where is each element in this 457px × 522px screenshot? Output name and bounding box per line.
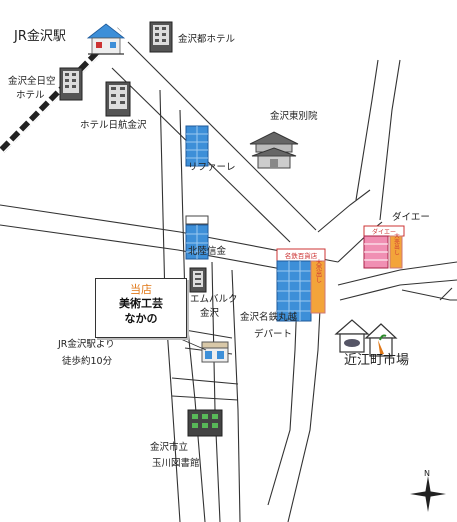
kanazawa-ana-hotel-label-line2: ホテル [16, 90, 45, 101]
omicho-market-icon [334, 319, 398, 357]
compass-icon [410, 476, 446, 512]
kanazawa-miyako-hotel-label: 金沢都ホテル [178, 34, 236, 45]
meitetsu-department-store-icon: 名鉄百貨店 大売出し [276, 248, 326, 322]
temple-icon [249, 131, 299, 169]
station-icon [86, 23, 126, 55]
shop-name-line2: なかの [124, 311, 158, 325]
m-valk-label-line1: エムバルク [190, 294, 238, 305]
library-label-line1: 金沢市立 [150, 442, 189, 453]
m-valk-building-icon [189, 267, 207, 293]
meitetsu-sign: 名鉄百貨店 [285, 251, 318, 260]
higashi-betsuin-label: 金沢東別院 [270, 111, 318, 122]
kanazawa-ana-hotel-label-line1: 金沢全日空 [8, 76, 56, 87]
walk-time-label-line2: 徒歩約10分 [62, 356, 113, 367]
shop-tag: 当店 [130, 283, 152, 296]
hotel-nikko-label: ホテル日航金沢 [80, 120, 147, 131]
daiei-building-icon: ダイエー 大売出し [363, 225, 405, 269]
hotel-nikko-icon [105, 81, 131, 117]
kanazawa-miyako-hotel-icon [149, 21, 173, 53]
hokuriku-shinkin-building-icon [185, 215, 209, 260]
hokuriku-shinkin-label: 北陸信金 [188, 246, 227, 257]
daiei-sign: ダイエー [372, 228, 396, 236]
library-building-icon [187, 409, 223, 437]
kanazawa-ana-hotel-icon [59, 67, 83, 101]
rifare-building-icon [185, 125, 209, 167]
jr-kanazawa-station-label: JR金沢駅 [14, 29, 66, 44]
shop-name-line1: 美術工芸 [119, 297, 163, 310]
m-valk-label-line2: 金沢 [200, 308, 220, 319]
library-label-line2: 玉川図書館 [152, 458, 200, 469]
north-label: N [424, 469, 430, 478]
omicho-market-label: 近江町市場 [344, 353, 410, 368]
shop-callout[interactable]: 当店 美術工芸 なかの [95, 278, 187, 338]
meitetsu-label-line2: デパート [254, 329, 293, 340]
daiei-label: ダイエー [392, 212, 430, 223]
walk-time-label-line1: JR金沢駅より [58, 339, 115, 350]
meitetsu-label-line1: 金沢名鉄丸越 [240, 312, 298, 323]
shop-building-icon [201, 341, 229, 363]
roads [0, 41, 457, 522]
rifare-label: リファーレ [188, 162, 236, 173]
meitetsu-banner: 大売出し [315, 258, 322, 283]
daiei-banner: 大売出し [393, 232, 400, 256]
